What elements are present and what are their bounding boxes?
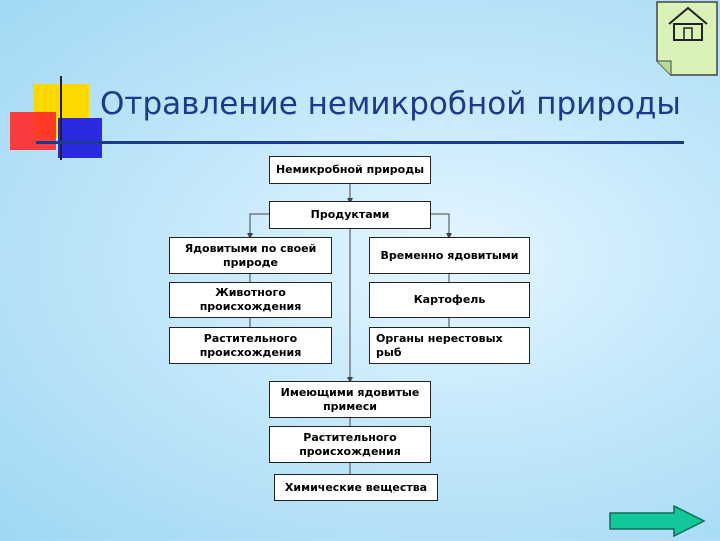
box-plant-origin: Растительного происхождения (169, 327, 332, 364)
box-plant-origin-bottom: Растительного происхождения (269, 426, 431, 463)
box-toxic-impurities: Имеющими ядовитые примеси (269, 381, 431, 418)
box-animal-origin: Животного происхождения (169, 282, 332, 318)
box-poisonous-by-nature: Ядовитыми по своей природе (169, 237, 332, 274)
arrow-right-icon (609, 504, 706, 538)
next-slide-button[interactable] (608, 504, 706, 538)
box-temporarily-poisonous: Временно ядовитыми (369, 237, 530, 274)
connector-products-right (430, 213, 452, 239)
home-button[interactable] (655, 0, 720, 78)
box-potato: Картофель (369, 282, 530, 318)
box-products: Продуктами (269, 201, 431, 229)
box-chemicals: Химические вещества (274, 474, 438, 501)
page-title: Отравление немикробной природы (100, 86, 681, 122)
box-nonmicrobial: Немикробной природы (269, 156, 431, 184)
title-underline (36, 141, 684, 144)
box-spawning-fish-organs: Органы нерестовых рыб (369, 327, 530, 364)
connector-products-left (247, 213, 270, 239)
decor-square-blue (58, 118, 102, 158)
home-icon (656, 1, 718, 76)
decor-line-vertical (60, 76, 62, 160)
